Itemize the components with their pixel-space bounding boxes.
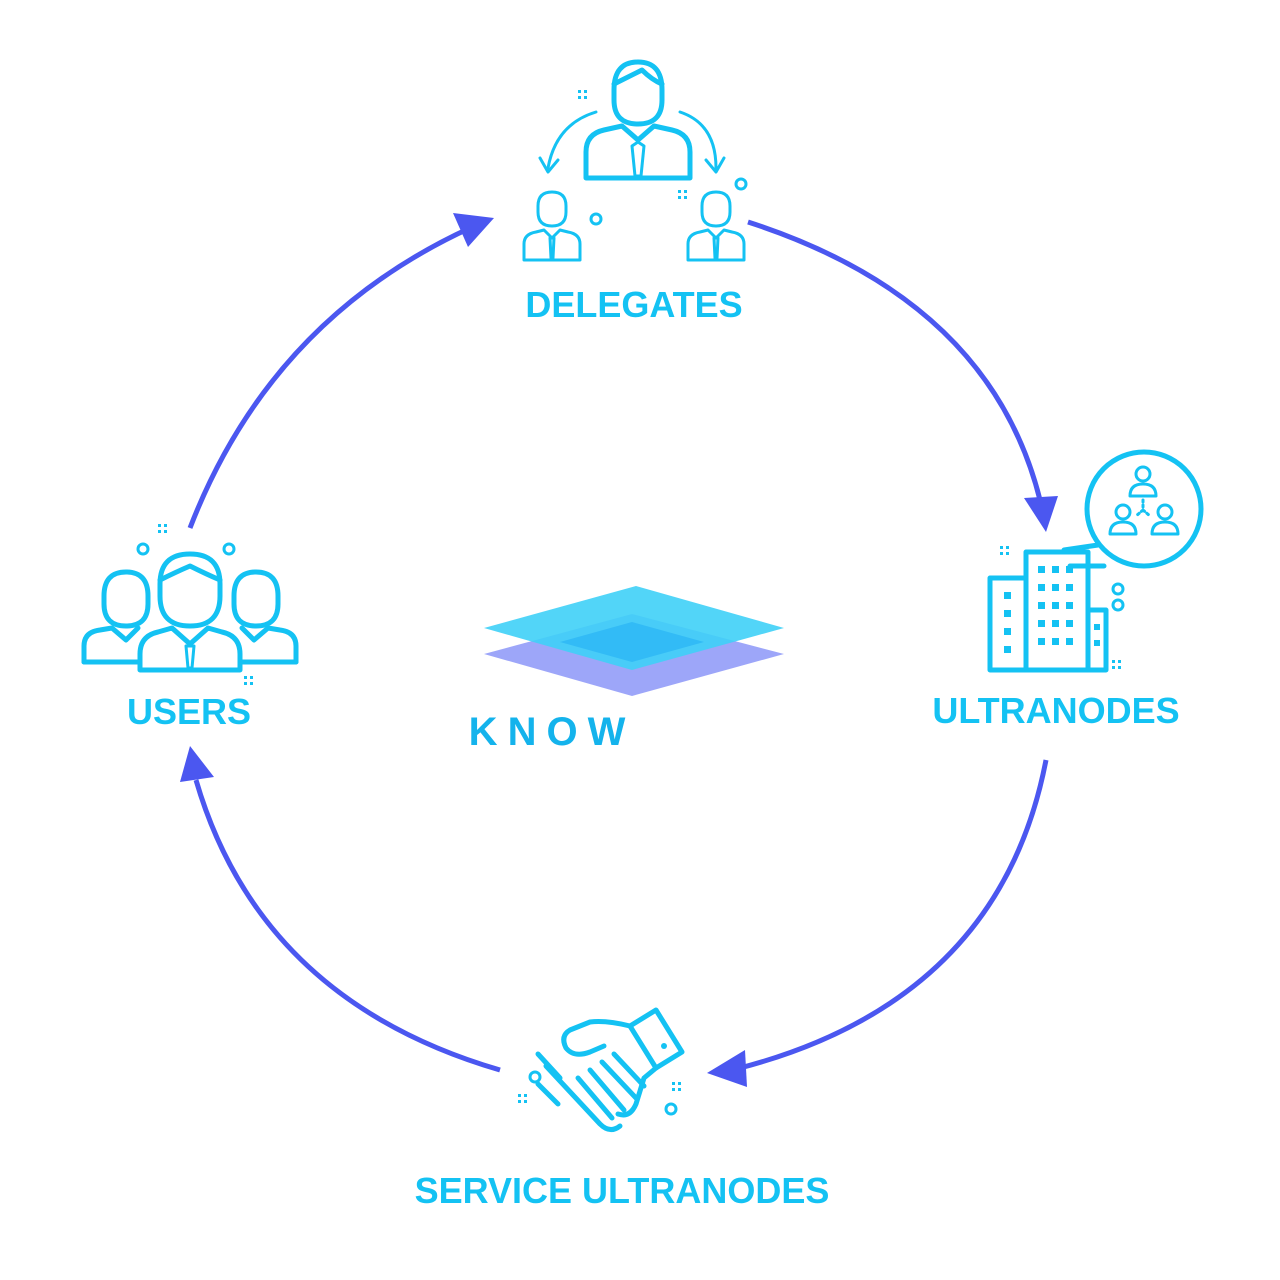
handshake-icon bbox=[518, 1007, 685, 1132]
arrow-users-to-delegates bbox=[187, 225, 472, 529]
cycle-arrows bbox=[180, 213, 1058, 1087]
ultranodes-label: ULTRANODES bbox=[932, 690, 1180, 731]
know-logo-icon bbox=[484, 586, 784, 696]
arrow-service-to-users bbox=[193, 779, 501, 1073]
arrow-delegates-to-ultranodes bbox=[747, 219, 1043, 501]
arrowhead-service bbox=[707, 1050, 747, 1087]
know-logo-wordmark: KNOW bbox=[468, 710, 636, 754]
arrowhead-users bbox=[180, 746, 214, 782]
arrowhead-ultranodes bbox=[1024, 496, 1058, 532]
arrow-ultranodes-to-service bbox=[739, 759, 1049, 1071]
delegates-label: DELEGATES bbox=[525, 284, 743, 325]
network-people-icon bbox=[1108, 465, 1180, 536]
service-ultranodes-label: SERVICE ULTRANODES bbox=[414, 1170, 830, 1211]
users-label: USERS bbox=[126, 691, 252, 732]
logo-overlap-layer bbox=[560, 622, 704, 662]
arrowhead-delegates bbox=[453, 213, 494, 247]
user-group-icon bbox=[81, 524, 299, 685]
building-network-icon bbox=[987, 449, 1204, 673]
delegates-hierarchy-icon bbox=[522, 59, 748, 262]
